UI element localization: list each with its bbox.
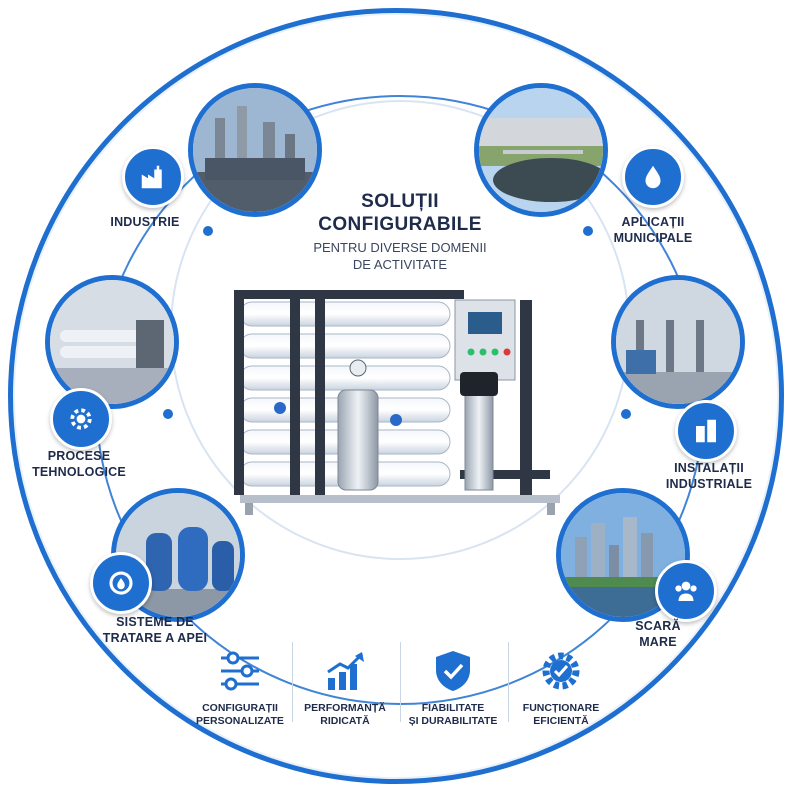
gear-check-icon	[542, 652, 580, 690]
label-instalatii: INSTALAȚII INDUSTRIALE	[654, 460, 764, 492]
label-line: SCARĂ	[635, 619, 681, 633]
benefit-line: RIDICATĂ	[320, 715, 370, 727]
benefit-line: CONFIGURAȚII	[202, 702, 278, 714]
benefit-performanta: PERFORMANȚĂ RIDICATĂ	[290, 648, 400, 728]
orbit-dot	[621, 409, 631, 419]
sliders-icon	[221, 651, 259, 691]
orbit-dot	[583, 226, 593, 236]
photo-industrial-hall	[611, 275, 745, 409]
water-cycle-icon	[90, 552, 152, 614]
photo-municipal-plant	[474, 83, 608, 217]
benefit-label: PERFORMANȚĂ RIDICATĂ	[290, 702, 400, 728]
divider	[508, 642, 509, 722]
benefit-line: PERFORMANȚĂ	[304, 702, 386, 714]
benefit-fiabilitate: FIABILITATE ȘI DURABILITATE	[398, 648, 508, 728]
label-tratare: SISTEME DE TRATARE A APEI	[90, 614, 220, 646]
label-line: INSTALAȚII	[674, 461, 744, 475]
photo-process-hall	[45, 275, 179, 409]
benefit-line: FIABILITATE	[421, 702, 485, 714]
page-title: SOLUȚII CONFIGURABILE	[270, 190, 530, 236]
benefit-line: PERSONALIZATE	[196, 715, 284, 727]
label-line: INDUSTRIALE	[665, 477, 753, 491]
title-line: SOLUȚII	[361, 191, 439, 212]
label-line: TRATARE A APEI	[102, 631, 208, 645]
photo-refinery	[188, 83, 322, 217]
buildings-icon	[675, 400, 737, 462]
label-procese: PROCESE TEHNOLOGICE	[24, 448, 134, 480]
water-treatment-unit-image	[220, 280, 580, 520]
benefit-label: FUNCȚIONARE EFICIENTĂ	[506, 702, 616, 728]
benefit-line: ȘI DURABILITATE	[408, 715, 498, 727]
label-line: APLICAȚII	[621, 215, 685, 229]
label-line: INDUSTRIE	[110, 215, 180, 229]
subtitle-line: PENTRU DIVERSE DOMENII	[313, 240, 487, 255]
label-line: PROCESE	[47, 449, 111, 463]
label-scara: SCARĂ MARE	[618, 618, 698, 650]
water-drop-icon	[622, 146, 684, 208]
orbit-dot	[203, 226, 213, 236]
growth-chart-icon	[327, 652, 364, 690]
label-line: TEHNOLOGICE	[32, 465, 126, 479]
factory-icon	[122, 146, 184, 208]
benefit-functionare: FUNCȚIONARE EFICIENTĂ	[506, 648, 616, 728]
benefit-line: EFICIENTĂ	[533, 715, 589, 727]
divider	[292, 642, 293, 722]
benefit-label: CONFIGURAȚII PERSONALIZATE	[185, 702, 295, 728]
users-icon	[655, 560, 717, 622]
label-line: SISTEME DE	[116, 615, 194, 629]
subtitle-line: DE ACTIVITATE	[352, 257, 448, 272]
benefit-configuratii: CONFIGURAȚII PERSONALIZATE	[185, 648, 295, 728]
divider	[400, 642, 401, 722]
label-municipale: APLICAȚII MUNICIPALE	[598, 214, 708, 246]
page-subtitle: PENTRU DIVERSE DOMENII DE ACTIVITATE	[270, 239, 530, 273]
title-line: CONFIGURABILE	[318, 214, 482, 235]
shield-check-icon	[436, 651, 470, 691]
benefit-label: FIABILITATE ȘI DURABILITATE	[398, 702, 508, 728]
gear-icon	[50, 388, 112, 450]
benefit-line: FUNCȚIONARE	[522, 702, 600, 714]
label-line: MUNICIPALE	[613, 231, 693, 245]
orbit-dot	[163, 409, 173, 419]
label-line: MARE	[639, 635, 677, 649]
label-industrie: INDUSTRIE	[100, 214, 190, 230]
